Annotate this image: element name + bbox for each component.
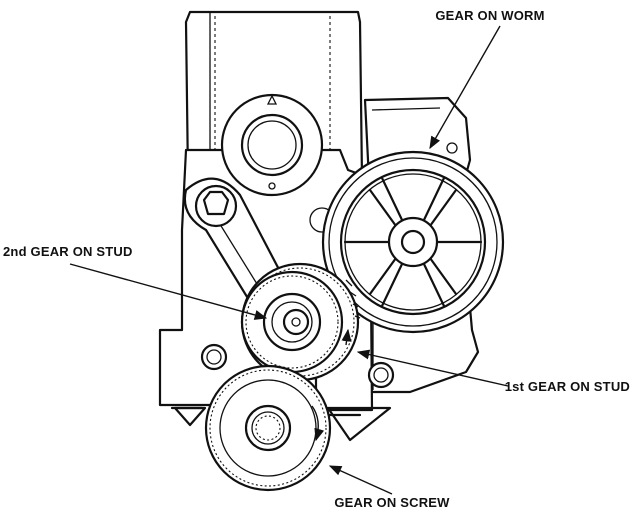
label-gear-on-worm: GEAR ON WORM [435, 8, 544, 23]
label-first-gear-on-stud: 1st GEAR ON STUD [505, 379, 630, 394]
lathe-bed [170, 406, 392, 442]
second-gear-on-stud [240, 270, 344, 374]
label-gear-on-screw: GEAR ON SCREW [334, 495, 450, 510]
label-gear-on-worm-group: GEAR ON WORM [429, 8, 544, 150]
label-second-gear-on-stud-group: 2nd GEAR ON STUD [3, 244, 268, 320]
label-first-gear-on-stud-group: 1st GEAR ON STUD [356, 349, 630, 394]
gear-on-screw [204, 364, 332, 492]
spindle-bore [220, 93, 324, 197]
label-second-gear-on-stud: 2nd GEAR ON STUD [3, 244, 133, 259]
gear-on-worm [321, 150, 505, 334]
label-gear-on-screw-group: GEAR ON SCREW [328, 465, 450, 510]
